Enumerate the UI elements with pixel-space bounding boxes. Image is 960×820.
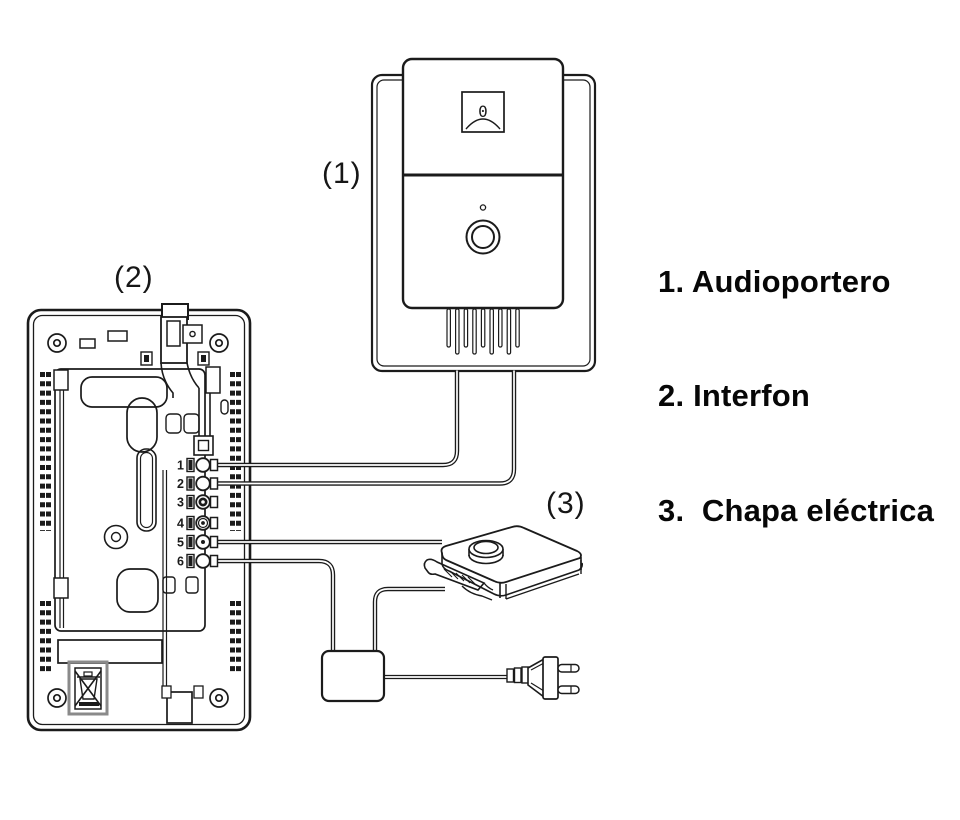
name-window [461, 91, 505, 133]
call-button [465, 219, 501, 255]
terminal-row: 6 [177, 553, 219, 569]
door-station: 0 [370, 57, 597, 373]
plug-prong [557, 685, 580, 695]
terminal-row: 5 [177, 534, 219, 550]
mic-hole [479, 204, 487, 211]
terminal-row: 1 [177, 457, 219, 473]
bottom-hole-cutout [116, 568, 159, 613]
hanger-bracket [160, 303, 221, 436]
speaker-grille [446, 308, 520, 355]
bottom-hook [161, 685, 172, 699]
callout-3: (3) [546, 487, 586, 520]
plate-tab [53, 369, 69, 391]
mounting-slot [107, 330, 128, 342]
lock-latch [423, 558, 494, 601]
intercom-outer-frame [26, 308, 252, 732]
callout-1: (1) [322, 157, 362, 190]
legend-item-interfon: 2. Interfon [658, 378, 811, 413]
terminal-number: 5 [177, 536, 184, 550]
lock-cylinder [468, 539, 504, 565]
intercom [26, 303, 252, 732]
door-inner-panel [401, 57, 565, 310]
name-window-digit: 0 [478, 102, 488, 121]
plate-tab [53, 577, 69, 599]
name-window-arc [465, 118, 501, 130]
speaker-hole [103, 524, 129, 550]
wire-terminal6-adapter [209, 558, 336, 655]
terminal-screw [195, 457, 211, 473]
terminal-row: 4 [177, 515, 219, 531]
wire-guide-beads [40, 372, 241, 672]
weee-icon [67, 660, 109, 716]
mounting-slot [79, 338, 96, 349]
tall-slot-cutout [136, 448, 157, 532]
terminal-row: 3 [177, 494, 219, 510]
bottom-hook [193, 685, 204, 699]
label-plate [57, 639, 163, 664]
terminal-block: 1 2 3 4 5 [177, 435, 219, 569]
legend-item-audioportero: 1. Audioportero [658, 264, 891, 299]
top-slot-cutout [80, 376, 168, 408]
terminal-screw [195, 475, 211, 492]
capsule-cutout [126, 397, 158, 453]
side-notch [220, 399, 229, 415]
terminal-number: 4 [177, 517, 184, 531]
power-adapter [320, 649, 386, 703]
callout-2: (2) [114, 261, 154, 294]
corner-screws [47, 333, 229, 708]
legend-item-chapa-electrica: 3. Chapa eléctrica [658, 493, 935, 528]
plug-prong [557, 663, 580, 673]
power-plug [506, 656, 580, 700]
terminal-row: 2 [177, 475, 219, 492]
terminal-number: 6 [177, 555, 184, 569]
screw-boss [140, 351, 210, 366]
wire-door-terminal1 [209, 370, 460, 468]
wires [209, 370, 517, 680]
terminal-number: 3 [177, 496, 184, 510]
electric-lock [423, 525, 583, 601]
strain-relief [506, 666, 530, 684]
clip-tabs [162, 413, 200, 594]
lock-body [440, 525, 582, 584]
terminal-number: 1 [177, 459, 184, 473]
plug-body [542, 656, 559, 700]
terminal-block-header [193, 435, 214, 456]
wire-adapter-lock [372, 586, 445, 655]
terminal-screw [195, 553, 211, 569]
terminal-number: 2 [177, 477, 184, 491]
